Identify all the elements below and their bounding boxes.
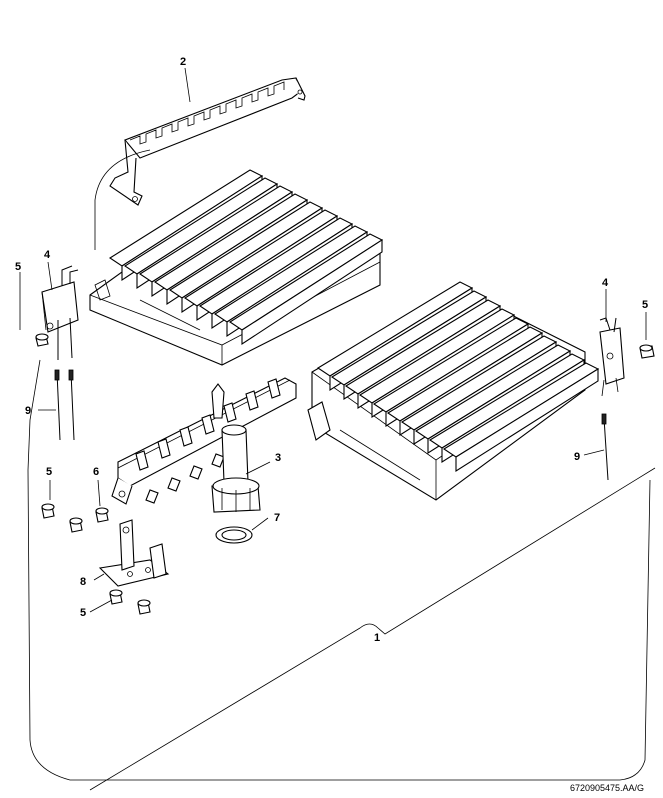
leader-lines — [19, 67, 647, 613]
gas-manifold — [111, 377, 297, 505]
callout-3: 3 — [275, 452, 281, 464]
callout-4-right: 4 — [602, 277, 609, 289]
callout-8: 8 — [80, 576, 86, 588]
burner-block-left — [89, 169, 383, 366]
callout-2: 2 — [180, 56, 186, 68]
comb-bracket-part — [109, 77, 306, 206]
callout-4-left: 4 — [44, 249, 51, 261]
electrode-assembly-left — [41, 265, 79, 360]
callout-5-left: 5 — [15, 261, 21, 273]
callout-9-left: 9 — [25, 405, 31, 417]
gas-inlet-pipe — [211, 424, 261, 513]
callout-6: 6 — [93, 466, 99, 478]
screw-pair-six — [69, 507, 109, 533]
drawing-code: 6720905475.AA/G — [570, 783, 644, 793]
callout-5-bottom: 5 — [80, 607, 86, 619]
ignition-lead-left — [54, 369, 75, 441]
screw-right-upper — [639, 344, 655, 359]
item-one-brace — [89, 467, 656, 791]
callout-7: 7 — [274, 512, 280, 524]
mounting-bracket — [98, 519, 170, 587]
assembly-boundary-line — [27, 149, 651, 781]
sealing-ring — [215, 526, 253, 544]
screw-left-middle — [41, 503, 55, 519]
callout-1: 1 — [374, 632, 380, 644]
burner-block-right — [307, 281, 599, 501]
callout-5-middle: 5 — [46, 466, 52, 478]
screw-left-upper — [35, 333, 49, 347]
ignition-lead-right — [601, 413, 609, 481]
callout-5-right: 5 — [642, 299, 648, 311]
callout-9-right: 9 — [574, 451, 580, 463]
electrode-assembly-right — [599, 317, 625, 397]
screw-bottom-pair — [109, 589, 151, 615]
